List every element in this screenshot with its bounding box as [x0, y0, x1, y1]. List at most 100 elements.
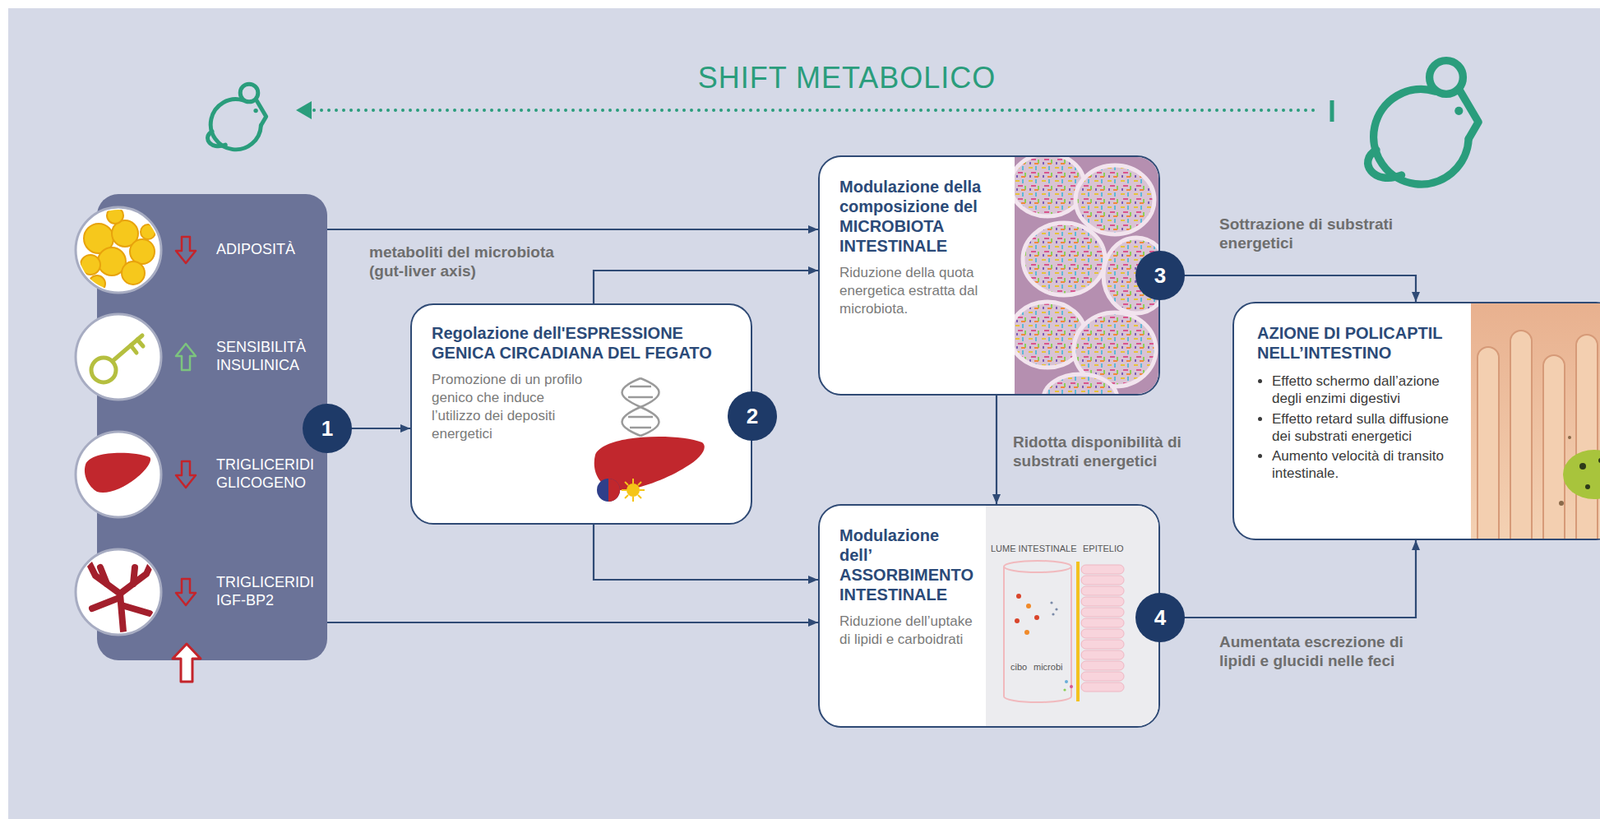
absorption-illustration — [1003, 560, 1072, 573]
liver-illustration — [639, 489, 645, 491]
absorption-illustration — [1081, 661, 1124, 671]
microbiota-illustration — [1043, 374, 1118, 394]
outcome-label: SENSIBILITÀ INSULINICA — [216, 338, 324, 375]
liver-illustration — [638, 481, 642, 486]
absorption-illustration — [1051, 612, 1055, 616]
connector-arrow — [327, 621, 819, 624]
edge-label: Sottrazione di substrati energetici — [1219, 215, 1434, 254]
microbiota-illustration — [1022, 222, 1106, 296]
absorption-illustration — [1003, 560, 1072, 703]
absorption-illustration — [1016, 593, 1022, 599]
intestine-illustration — [1563, 449, 1600, 500]
mouse-icon-large — [1368, 60, 1479, 185]
liver-illustration — [626, 483, 640, 497]
liver-illustration — [628, 416, 653, 419]
connector-arrow — [1160, 275, 1416, 302]
intestine-illustration — [1477, 330, 1600, 539]
intestine-illustration — [1567, 435, 1572, 440]
absorption-illustration — [985, 505, 1159, 727]
liver-illustration — [624, 481, 629, 486]
box-body: Riduzione dell’uptake di lipidi e carboi… — [839, 612, 973, 649]
absorption-illustration — [1064, 679, 1069, 684]
liver-illustration — [621, 478, 645, 502]
box-body: Riduzione della quota energetica estratt… — [839, 263, 1002, 319]
intestine-illustration — [1470, 303, 1600, 539]
absorption-illustration — [1026, 603, 1032, 609]
outcome-row: TRIGLICERIDI IGF-BP2 — [216, 573, 324, 611]
connector-arrow — [995, 395, 998, 505]
absorption-illustration — [1081, 564, 1124, 692]
connector-arrow — [1160, 540, 1416, 618]
absorption-illustration — [1081, 596, 1124, 606]
absorption-illustration — [1069, 684, 1073, 689]
liver-illustration — [629, 426, 652, 430]
absorption-illustration — [1003, 566, 1005, 697]
absorption-illustration — [1014, 618, 1020, 624]
illustration-label: microbi — [1033, 661, 1063, 672]
outcome-panel: ADIPOSITÀ SENSIBILITÀ INSULINICA TRIGLICER… — [97, 194, 328, 661]
box-heading: AZIONE DI POLICAPTIL NELL’INTESTINO — [1257, 323, 1457, 363]
outcome-row: SENSIBILITÀ INSULINICA — [216, 338, 324, 375]
callout-holder: 3 — [1135, 250, 1185, 301]
absorption-illustration — [1003, 696, 1072, 703]
box-heading: Modulazione dell’ ASSORBIMENTO INTESTINA… — [839, 525, 973, 605]
callout-number: 2 — [727, 391, 777, 441]
intestine-illustration — [1558, 500, 1564, 506]
liver-illustration — [621, 489, 627, 491]
metabolic-shift-arrow — [1330, 100, 1335, 122]
liver-illustration — [596, 478, 620, 502]
callout-holder: 2 — [727, 391, 777, 441]
absorption-illustration — [1081, 607, 1124, 617]
edge-label-holder: Sottrazione di substrati energetici — [1219, 215, 1434, 254]
illustration-label: cibo — [1010, 661, 1027, 672]
intestine-illustration — [1598, 457, 1600, 463]
callout-number: 3 — [1135, 250, 1185, 301]
callout-number: 4 — [1135, 592, 1185, 643]
absorption-illustration — [1076, 561, 1080, 702]
absorption-illustration — [1081, 575, 1124, 585]
box-heading: Regolazione dell'ESPRESSIONE GENICA CIRC… — [431, 323, 731, 363]
liver-illustration — [587, 376, 711, 509]
absorption-illustration — [1063, 688, 1066, 691]
outcome-row: ADIPOSITÀ — [216, 240, 324, 259]
microbiota-illustration — [1014, 157, 1085, 217]
mouse-icon-small — [208, 83, 267, 150]
liver-illustration — [629, 385, 652, 389]
edge-label-holder: Aumentata escrezione di lipidi e glucidi… — [1219, 633, 1442, 671]
callout-holder: 1 — [302, 403, 352, 454]
connector-arrow — [327, 228, 819, 231]
bullet-item: Effetto schermo dall’azione degli enzimi… — [1271, 372, 1457, 408]
callout-number: 1 — [302, 403, 352, 454]
connector-arrow — [593, 270, 819, 304]
absorption-illustration — [1081, 650, 1124, 660]
intestine-illustration — [1576, 334, 1598, 539]
bullet-item: Aumento velocità di transito intestinale… — [1271, 447, 1457, 483]
intestine-illustration — [1579, 462, 1587, 470]
absorption-illustration — [1034, 615, 1040, 620]
liver-illustration — [632, 496, 634, 502]
intestine-illustration — [1510, 330, 1532, 539]
metabolic-shift-arrow — [295, 100, 1332, 122]
bullet-list: Effetto schermo dall’azione degli enzimi… — [1257, 372, 1457, 483]
absorption-illustration — [1049, 601, 1053, 604]
metabolic-shift-arrow — [314, 108, 1320, 112]
absorption-illustration — [1081, 586, 1124, 596]
absorption-illustration — [1024, 629, 1030, 635]
edge-label-holder: metaboliti del microbiota (gut-liver axi… — [369, 243, 583, 282]
metabolic-shift-arrow — [295, 101, 312, 120]
liver-illustration — [628, 396, 653, 399]
liver-illustration — [632, 478, 634, 484]
absorption-illustration — [1081, 639, 1124, 649]
intestine-illustration — [1543, 355, 1565, 539]
illustration-label-holder: microbi — [1033, 661, 1063, 672]
illustration-label-holder: EPITELIO — [1082, 543, 1124, 554]
box-heading: Modulazione della composizione del MICRO… — [839, 176, 1002, 256]
absorption-illustration — [985, 505, 1159, 727]
outcome-label: ADIPOSITÀ — [216, 240, 324, 259]
diagram-title: SHIFT METABOLICO — [600, 60, 1094, 96]
intestine-illustration — [1470, 303, 1600, 539]
bullet-item: Effetto retard sulla diffusione dei subs… — [1271, 410, 1457, 446]
connector-arrow — [593, 524, 819, 580]
absorption-illustration — [1054, 607, 1058, 611]
